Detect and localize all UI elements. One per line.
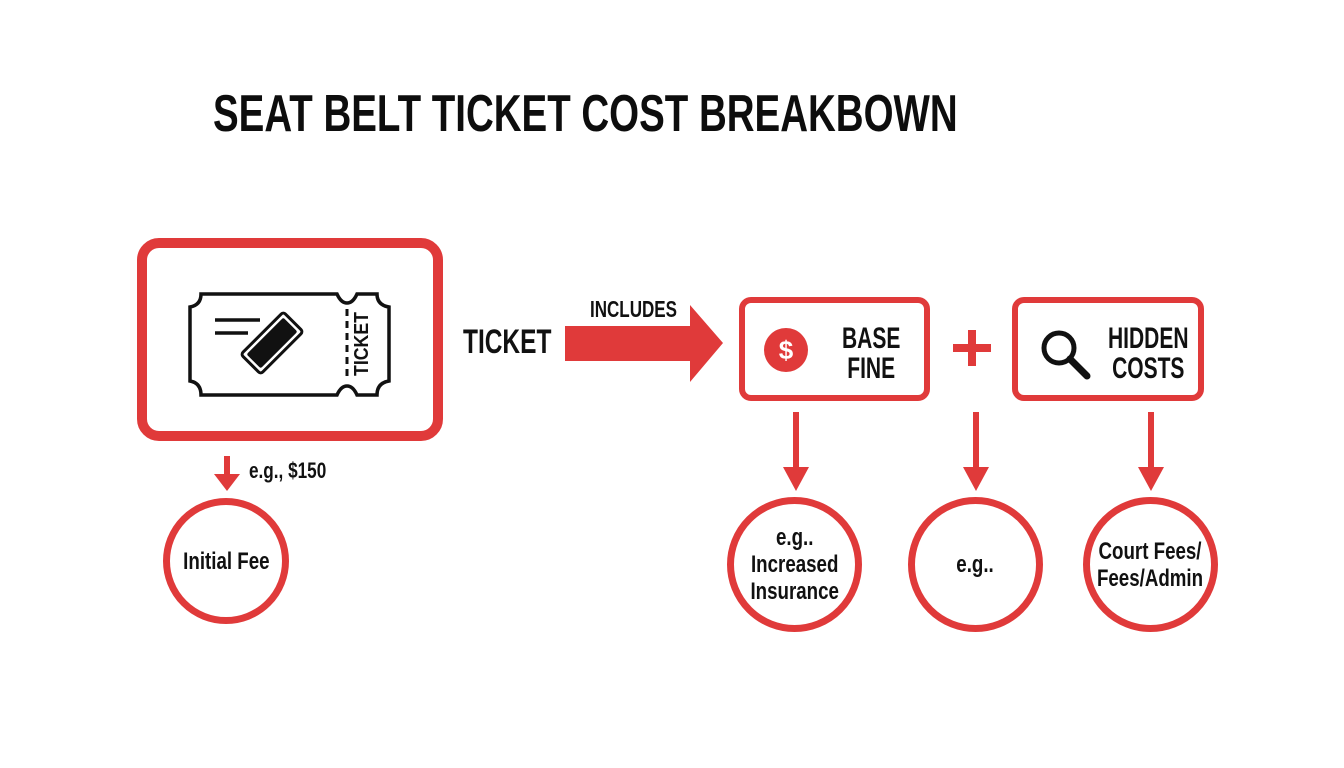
plus-icon	[953, 330, 991, 366]
arrow-down-icon	[214, 456, 240, 491]
hidden-costs-box: HIDDEN COSTS	[1012, 297, 1204, 401]
arrow-right-icon	[565, 305, 723, 382]
ticket-card: TICKET	[137, 238, 443, 441]
ticket-stub-text: TICKET	[351, 312, 373, 376]
arrow-down-icon	[1138, 412, 1164, 491]
magnifier-icon	[1041, 330, 1091, 380]
outcome-circle-example: e.g..	[908, 497, 1043, 632]
initial-fee-amount: e.g., $150	[249, 458, 327, 483]
hidden-costs-label: HIDDEN COSTS	[1108, 322, 1189, 385]
initial-fee-circle: Initial Fee	[163, 498, 289, 624]
svg-text:$: $	[779, 335, 794, 365]
ticket-icon: TICKET	[188, 292, 391, 397]
ticket-label: TICKET	[463, 323, 552, 361]
outcome-circle-court-fees: Court Fees/ Fees/Admin	[1083, 497, 1218, 632]
arrow-down-icon	[963, 412, 989, 491]
page-title: SEAT BELT TICKET COST BREAKBOWN	[213, 85, 958, 143]
dollar-coin-icon: $	[764, 328, 808, 372]
base-fine-label: BASE FINE	[842, 322, 901, 385]
arrow-down-icon	[783, 412, 809, 491]
outcome-circle-insurance: e.g.. Increased Insurance	[727, 497, 862, 632]
includes-label: INCLUDES	[590, 296, 677, 322]
base-fine-box: $ BASE FINE	[739, 297, 930, 401]
